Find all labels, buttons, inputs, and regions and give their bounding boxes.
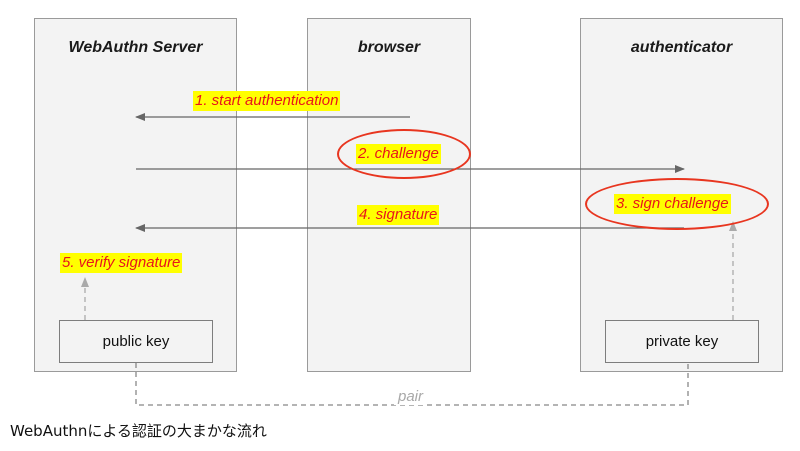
pair-connector — [135, 363, 689, 406]
private-key-box: private key — [605, 320, 759, 363]
server-column: WebAuthn Server — [34, 18, 237, 372]
public-key-label: public key — [102, 333, 170, 350]
private-key-label: private key — [645, 333, 719, 350]
server-column-title: WebAuthn Server — [68, 39, 203, 56]
challenge-highlight-oval — [337, 129, 471, 179]
step-signature: 4. signature — [357, 205, 440, 225]
browser-column-title: browser — [357, 39, 421, 56]
step-verify-signature: 5. verify signature — [60, 253, 183, 273]
sign-challenge-highlight-oval — [585, 178, 769, 230]
pair-label: pair — [394, 388, 428, 405]
authenticator-column-title: authenticator — [630, 39, 733, 56]
figure-caption: WebAuthnによる認証の大まかな流れ — [10, 422, 267, 440]
browser-column: browser — [307, 18, 471, 372]
public-key-box: public key — [59, 320, 213, 363]
step-start-authentication: 1. start authentication — [193, 91, 341, 111]
